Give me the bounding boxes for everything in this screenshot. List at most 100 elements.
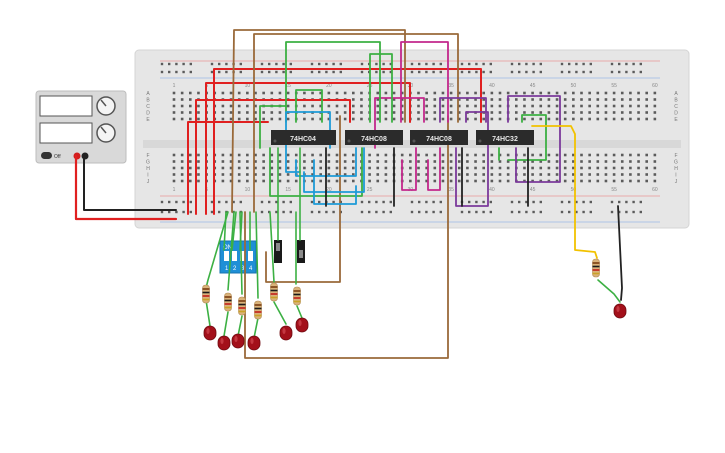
wire-brown (253, 33, 459, 213)
dip-position-label: 2 (233, 266, 237, 272)
power-switch-label: Off (54, 154, 61, 160)
wire-red (187, 121, 269, 215)
wire-green (223, 311, 229, 337)
wire-green (296, 305, 303, 319)
breadboard-row-label: H (674, 166, 678, 172)
wire-purple (507, 95, 561, 183)
breadboard-column-number: 60 (652, 83, 658, 89)
breadboard-row-label: E (146, 117, 150, 123)
resistors (202, 258, 600, 320)
wire-green (239, 211, 243, 295)
resistor[interactable] (202, 284, 210, 304)
voltage-display (39, 95, 93, 117)
breadboard-column-number: 1 (173, 83, 176, 89)
wire-green (237, 315, 243, 337)
dip-on-label: ON (223, 245, 232, 251)
resistor[interactable] (224, 292, 232, 312)
breadboard-row-label: A (674, 91, 678, 97)
power-switch[interactable] (41, 152, 52, 159)
led-red (231, 333, 245, 349)
breadboard-column-number: 20 (326, 83, 332, 89)
breadboard-column-number: 50 (571, 83, 577, 89)
wire-blue (285, 111, 331, 173)
wire-red (74, 154, 178, 221)
breadboard-column-number: 45 (530, 187, 536, 193)
breadboard-row-label: C (674, 104, 678, 110)
wire-brown (265, 115, 341, 283)
ic-chip-u2[interactable]: 74HC08 (345, 130, 403, 145)
led-red (203, 325, 217, 341)
leds (203, 303, 627, 351)
ic-chip-label: 74HC08 (361, 136, 387, 143)
wire-blue (303, 147, 365, 193)
wire-green (295, 89, 323, 123)
wire-green (269, 147, 363, 197)
breadboard-column-number: 50 (571, 187, 577, 193)
breadboard-row-label: I (675, 173, 676, 179)
wire-magenta (401, 147, 417, 191)
breadboard-row-label: H (146, 166, 150, 172)
wire-yellow (531, 125, 598, 259)
led-red (279, 325, 293, 341)
breadboard-column-number: 1 (173, 187, 176, 193)
breadboard-column-number: 25 (367, 187, 373, 193)
resistor[interactable] (592, 258, 600, 278)
dip-toggle-4[interactable] (248, 251, 253, 261)
breadboard-column-number: 20 (326, 187, 332, 193)
breadboard-column-number: 40 (489, 83, 495, 89)
ic-chip-label: 74HC08 (426, 136, 452, 143)
dip-toggle-1[interactable] (224, 251, 229, 261)
wire-brown (231, 29, 406, 213)
wire-green (253, 317, 259, 339)
breadboard-column-number: 55 (611, 83, 617, 89)
dip-position-label: 1 (225, 266, 229, 272)
wire-purple (439, 97, 487, 123)
dip-switch[interactable]: ON 1 2 3 4 (219, 240, 257, 274)
breadboard-column-number: 15 (285, 187, 291, 193)
breadboard-column-number: 35 (448, 83, 454, 89)
resistor[interactable] (254, 300, 262, 320)
wire-magenta (427, 147, 441, 191)
resistor[interactable] (270, 282, 278, 302)
ic-chip-u3[interactable]: 74HC08 (410, 130, 468, 145)
breadboard-column-number: 10 (245, 83, 251, 89)
slide-switch-2[interactable] (297, 240, 305, 263)
breadboard-column-number: 35 (448, 187, 454, 193)
resistor[interactable] (238, 296, 246, 316)
breadboard-row-label: J (147, 179, 150, 185)
ic-chip-label: 74HC32 (492, 136, 518, 143)
wire-green (507, 114, 547, 161)
wire-purple (455, 111, 489, 207)
wire-green (269, 211, 275, 283)
breadboard-column-number: 15 (285, 83, 291, 89)
breadboard-row-label: I (147, 173, 148, 179)
dip-toggle-3[interactable] (240, 251, 245, 261)
ic-chip-u4[interactable]: 74HC32 (476, 130, 534, 145)
wire-green (285, 41, 381, 123)
breadboard-column-number: 60 (652, 187, 658, 193)
breadboard-row-label: B (146, 98, 150, 104)
breadboard-row-label: C (146, 104, 150, 110)
wire-green (205, 299, 211, 327)
slide-switch-1[interactable] (274, 240, 282, 263)
resistor[interactable] (293, 286, 301, 306)
wire-red (195, 99, 351, 215)
ic-chip-u1[interactable]: 74HC04 (271, 130, 336, 145)
dip-toggle-2[interactable] (232, 251, 237, 261)
breadboard-row-label: G (674, 160, 678, 166)
wire-green (259, 105, 287, 149)
wire-green (273, 301, 287, 325)
breadboard-column-number: 40 (489, 187, 495, 193)
breadboard-column-number: 55 (611, 187, 617, 193)
wire-green (227, 211, 235, 291)
wire-black (617, 205, 623, 301)
breadboard-column-number: 10 (245, 187, 251, 193)
breadboard-row-label: D (146, 111, 150, 117)
breadboard-row-label: G (146, 160, 150, 166)
wire-green (597, 279, 621, 303)
led-red (247, 335, 261, 351)
dip-position-label: 4 (249, 266, 253, 272)
wire-magenta (400, 41, 449, 123)
